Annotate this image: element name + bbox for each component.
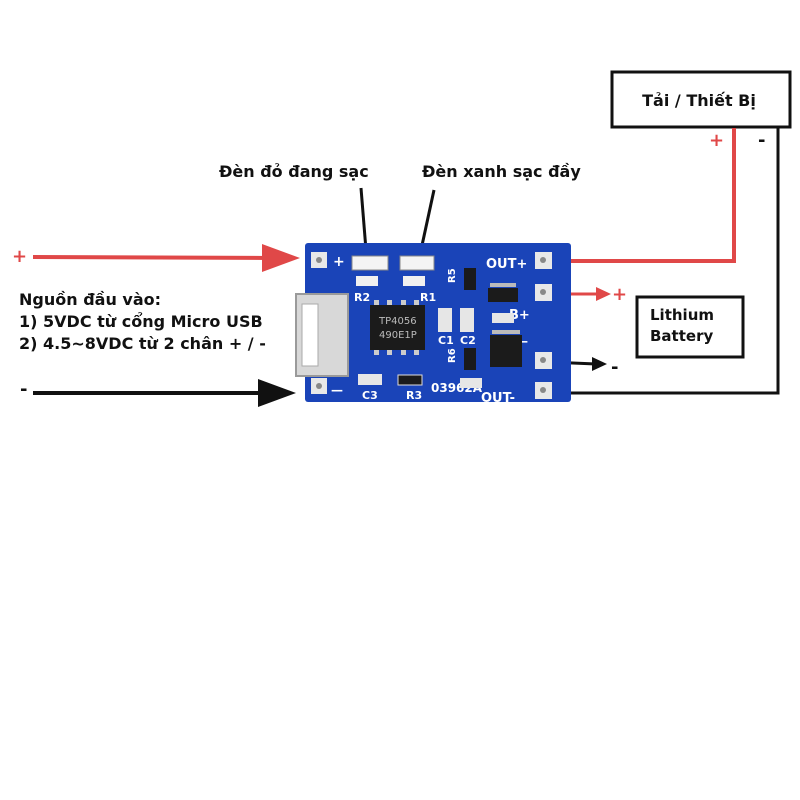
load-positive-wire — [547, 128, 736, 263]
input-option-1: 1) 5VDC từ cổng Micro USB — [19, 312, 263, 331]
chip-pin — [414, 300, 419, 305]
out-minus-text: OUT- — [481, 391, 515, 406]
chip-marking: TP4056 — [378, 316, 417, 327]
battery-minus-sign: - — [611, 357, 618, 378]
battery-plus-sign: + — [612, 284, 627, 305]
red-led-label: Đèn đỏ đang sạc — [219, 162, 369, 181]
pad-b-plus-hole — [540, 289, 546, 295]
capacitor-c3-part — [358, 374, 382, 385]
chip-body — [370, 305, 425, 350]
input-option-2: 2) 4.5~8VDC từ 2 chân + / - — [19, 334, 266, 353]
battery-negative-arrowhead — [592, 357, 607, 371]
chip-pin — [374, 300, 379, 305]
load-negative-wire — [540, 128, 780, 395]
r5-text: R5 — [447, 268, 458, 283]
resistor-r5-part — [464, 268, 476, 290]
input-minus-sign: - — [20, 379, 27, 400]
input-plus-sign: + — [12, 246, 27, 267]
pad-in-plus-hole — [316, 257, 322, 263]
chip-pin — [387, 350, 392, 355]
pad-out-plus-hole — [540, 257, 546, 263]
charger-board: + — OUT+ B+ B− OUT- 03962A R2 R1 R5 R6 R… — [295, 243, 571, 406]
battery-label-line1: Lithium — [650, 306, 714, 324]
chip-pin — [401, 350, 406, 355]
resistor-r1-part — [403, 276, 425, 286]
green-led — [399, 255, 435, 271]
c2-text: C2 — [460, 334, 476, 347]
chip-pin — [387, 300, 392, 305]
c3-text: C3 — [362, 389, 378, 402]
load-plus-sign: + — [709, 130, 724, 151]
battery-label-line2: Battery — [650, 327, 713, 345]
chip-pin — [401, 300, 406, 305]
chip-pin — [414, 350, 419, 355]
b-plus-text: B+ — [509, 308, 530, 323]
mosfet — [490, 335, 522, 367]
resistor-r6-part — [464, 348, 476, 370]
smd-part — [492, 313, 514, 323]
pad-plus-text: + — [333, 254, 345, 270]
resistor-r3-part — [397, 374, 423, 386]
protection-ic-pins — [490, 283, 516, 287]
r6-text: R6 — [447, 348, 458, 363]
resistor-r2-part — [356, 276, 378, 286]
load-label: Tải / Thiết Bị — [642, 91, 756, 110]
red-led-pointer — [359, 187, 368, 251]
input-positive-arrowhead — [262, 244, 300, 272]
input-title: Nguồn đầu vào: — [19, 290, 161, 309]
r2-text: R2 — [354, 291, 370, 304]
capacitor-c2-part — [460, 308, 474, 332]
pad-minus-text: — — [331, 383, 343, 397]
capacitor-c1-part — [438, 308, 452, 332]
input-positive-wire — [32, 255, 271, 260]
micro-usb-slot — [301, 303, 319, 367]
battery-positive-arrowhead — [596, 287, 611, 301]
smd-part — [460, 378, 482, 388]
pad-out-minus-hole — [540, 387, 546, 393]
green-led-pointer — [419, 189, 436, 251]
protection-ic — [488, 288, 518, 302]
load-minus-sign: - — [758, 130, 765, 151]
pad-b-minus-hole — [540, 357, 546, 363]
pad-in-minus-hole — [316, 383, 322, 389]
red-led — [351, 255, 389, 271]
chip-code: 490E1P — [379, 330, 417, 341]
r3-text: R3 — [406, 389, 422, 402]
out-plus-text: OUT+ — [486, 257, 527, 272]
c1-text: C1 — [438, 334, 454, 347]
input-negative-arrowhead — [258, 379, 296, 407]
green-led-label: Đèn xanh sạc đầy — [422, 162, 581, 181]
r1-text: R1 — [420, 291, 436, 304]
battery-box — [635, 295, 745, 359]
mosfet-pins — [492, 330, 520, 334]
chip-pin — [374, 350, 379, 355]
tp4056-chip: TP4056 490E1P — [370, 300, 425, 355]
load-box — [610, 70, 792, 129]
